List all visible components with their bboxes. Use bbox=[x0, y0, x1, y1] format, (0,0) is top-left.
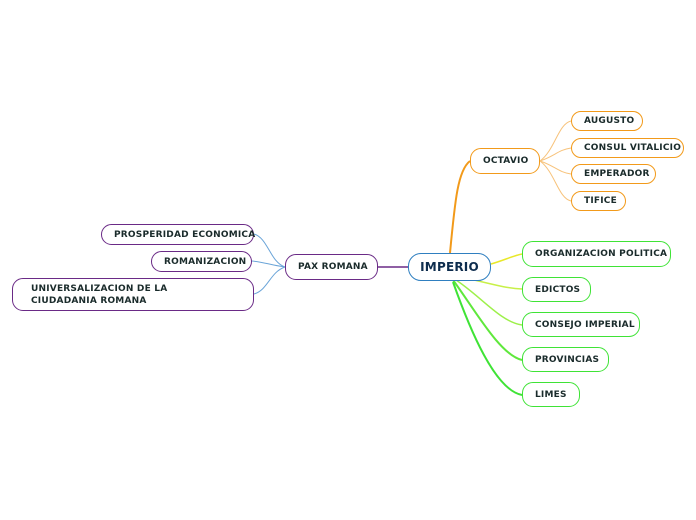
octavio-node[interactable]: OCTAVIO bbox=[470, 148, 540, 174]
connector-imperio-provincias bbox=[452, 279, 523, 361]
consejo-imperial-node[interactable]: CONSEJO IMPERIAL bbox=[522, 312, 640, 337]
connector-pax-prosperidad bbox=[253, 233, 286, 268]
edictos-node[interactable]: EDICTOS bbox=[522, 277, 591, 302]
connector-octavio-emperador bbox=[539, 160, 572, 175]
pax-romana-node[interactable]: PAX ROMANA bbox=[285, 254, 378, 280]
organizacion-politica-node[interactable]: ORGANIZACION POLITICA bbox=[522, 241, 671, 267]
connector-octavio-tifice bbox=[539, 160, 572, 202]
connector-octavio-consul bbox=[539, 147, 572, 162]
connector-imperio-octavio bbox=[449, 160, 471, 254]
consul-vitalicio-node[interactable]: CONSUL VITALICIO bbox=[571, 138, 684, 158]
connector-imperio-consejo bbox=[452, 277, 523, 326]
connector-pax-romanizacion bbox=[251, 260, 286, 268]
connector-octavio-augusto bbox=[539, 120, 572, 162]
augusto-node[interactable]: AUGUSTO bbox=[571, 111, 643, 131]
tifice-node[interactable]: TIFICE bbox=[571, 191, 626, 211]
universalizacion-node[interactable]: UNIVERSALIZACION DE LA CIUDADANIA ROMANA bbox=[12, 278, 254, 311]
imperio-node[interactable]: IMPERIO bbox=[408, 253, 491, 281]
connector-pax-universalizacion bbox=[253, 266, 286, 295]
emperador-node[interactable]: EMPERADOR bbox=[571, 164, 656, 184]
provincias-node[interactable]: PROVINCIAS bbox=[522, 347, 609, 372]
limes-node[interactable]: LIMES bbox=[522, 382, 580, 407]
prosperidad-economica-node[interactable]: PROSPERIDAD ECONOMICA bbox=[101, 224, 255, 245]
connector-imperio-organizacion bbox=[490, 253, 523, 265]
connector-imperio-limes bbox=[452, 281, 523, 396]
romanizacion-node[interactable]: ROMANIZACION bbox=[151, 251, 252, 272]
